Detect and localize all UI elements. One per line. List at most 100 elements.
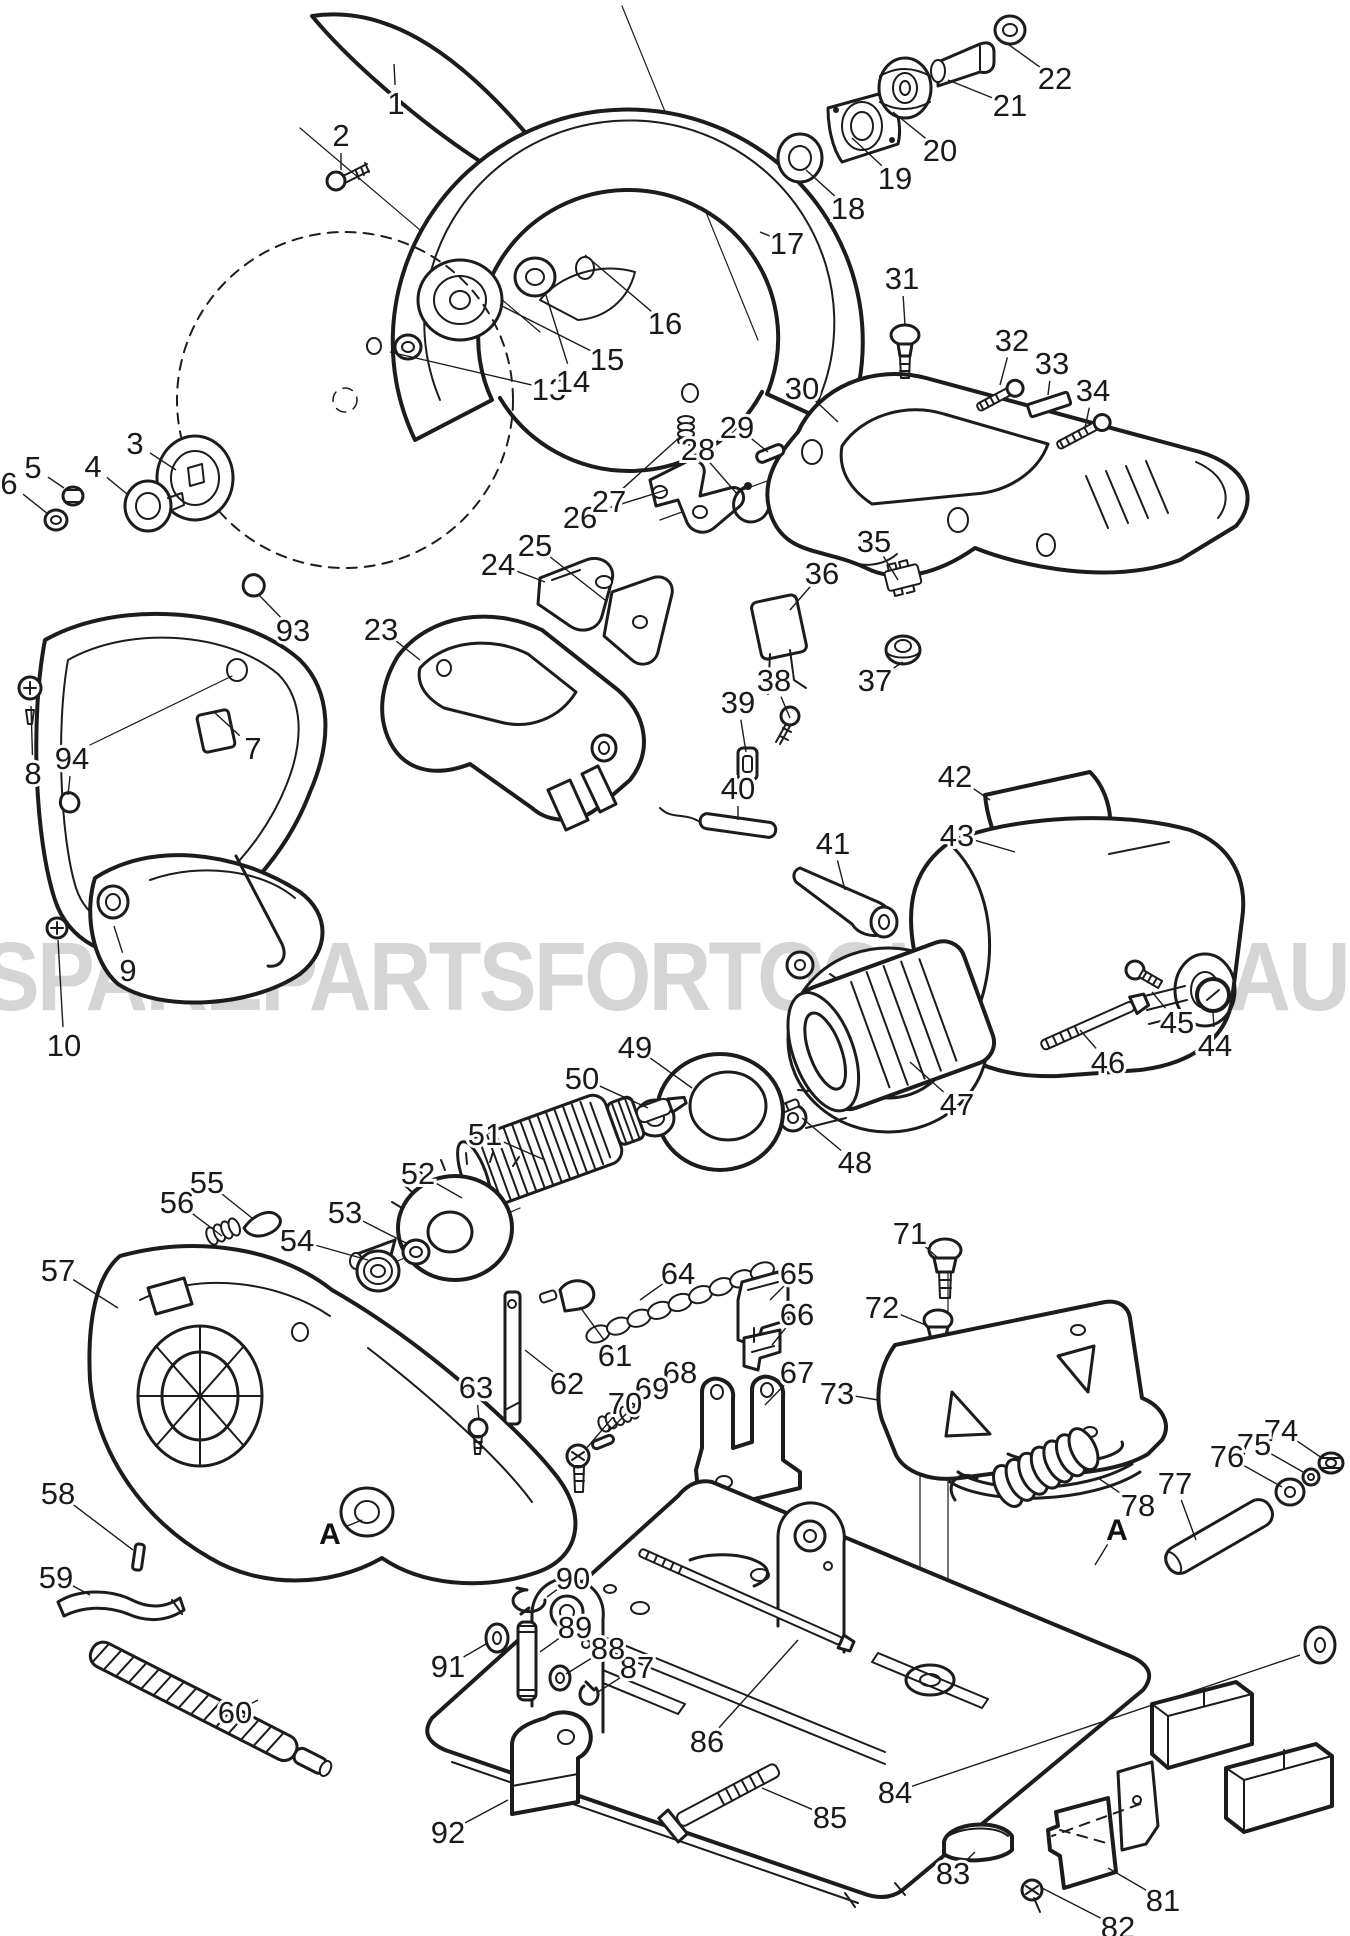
part-69-pin — [591, 1433, 615, 1451]
leader-line — [1242, 1464, 1283, 1488]
part-38-screw — [775, 705, 801, 745]
leader-line — [514, 569, 546, 583]
leader-line — [969, 785, 991, 801]
part-54-bearing — [355, 1249, 401, 1293]
part-callout-2: 2 — [332, 118, 349, 153]
part-31-bolt — [889, 323, 921, 379]
part-33-strip — [1026, 390, 1073, 419]
part-callout-72: 72 — [865, 1290, 899, 1325]
part-callout-58: 58 — [41, 1476, 75, 1511]
leader-line — [1097, 1477, 1124, 1496]
part-85-bolt — [657, 1763, 781, 1844]
leader-line — [892, 111, 927, 140]
view-marker-A: A — [319, 1518, 341, 1551]
part-callout-41: 41 — [816, 826, 850, 861]
part-32-screw — [976, 378, 1025, 412]
part-callout-59: 59 — [39, 1560, 73, 1595]
part-95-block — [1150, 1680, 1254, 1770]
part-callout-49: 49 — [618, 1030, 652, 1065]
leader-line — [1084, 407, 1090, 429]
part-86-bolt — [638, 1548, 856, 1653]
leader-line — [789, 586, 811, 611]
part-callout-40: 40 — [721, 771, 755, 806]
part-callout-75: 75 — [1237, 1427, 1271, 1462]
part-callout-16: 16 — [648, 306, 682, 341]
part-47-field — [786, 939, 997, 1113]
part-callout-66: 66 — [780, 1297, 814, 1332]
part-callout-81: 81 — [1146, 1883, 1180, 1918]
part-53-washer — [401, 1238, 431, 1266]
part-callout-68: 68 — [663, 1355, 697, 1390]
part-63-screw — [467, 1417, 489, 1455]
leader-line — [30, 705, 34, 756]
leader-line — [814, 399, 839, 423]
part-87-clip — [578, 1680, 600, 1706]
leader-line — [761, 1787, 814, 1811]
part-13-washer — [366, 333, 423, 361]
part-39-block — [736, 746, 759, 782]
part-55-pin — [242, 1211, 282, 1238]
leader-line — [539, 1636, 561, 1653]
leader-line — [922, 1244, 939, 1259]
part-callout-50: 50 — [565, 1061, 599, 1096]
part-callout-53: 53 — [328, 1195, 362, 1230]
part-callout-70: 70 — [608, 1386, 642, 1421]
part-27-spring — [677, 415, 695, 446]
part-callout-43: 43 — [940, 818, 974, 853]
leader-line — [544, 291, 569, 365]
part-46-bolt — [1040, 992, 1151, 1051]
leader-line — [974, 839, 1016, 853]
part-callout-30: 30 — [785, 371, 819, 406]
part-56-spring — [205, 1217, 241, 1246]
part-callout-86: 86 — [690, 1724, 724, 1759]
part-77-rod — [1164, 1498, 1274, 1575]
part-callout-65: 65 — [780, 1256, 814, 1291]
leader-line — [499, 304, 592, 352]
leader-line — [607, 1400, 640, 1433]
part-9-lower-cover — [88, 853, 325, 1005]
part-36-capacitor — [750, 593, 808, 695]
leader-line — [854, 1395, 879, 1401]
callout-labels: 1234567891013141516171819202122232425262… — [0, 41, 1323, 1936]
part-81-cover — [1046, 1796, 1118, 1890]
leader-line — [598, 1084, 649, 1109]
leader-line — [72, 1279, 119, 1309]
leader-line — [764, 1384, 785, 1406]
part-callout-88: 88 — [591, 1631, 625, 1666]
part-10-screw — [45, 916, 69, 940]
part-callout-5: 5 — [24, 450, 41, 485]
part-callout-71: 71 — [893, 1216, 927, 1251]
leader-line — [1107, 1867, 1148, 1892]
leader-line — [67, 775, 71, 796]
leader-line — [22, 493, 49, 515]
leader-line — [394, 639, 421, 661]
part-callout-17: 17 — [770, 226, 804, 261]
part-71-bolt — [927, 1237, 963, 1299]
part-88-washer — [548, 1664, 572, 1692]
part-6-flanged-nut — [43, 508, 69, 532]
part-3-outer-flange — [155, 434, 235, 522]
part-37-grommet — [884, 634, 922, 666]
part-66-brush — [742, 1327, 782, 1372]
leader-line — [1094, 1543, 1109, 1566]
leader-line — [579, 1306, 605, 1341]
part-5-nut — [61, 485, 85, 507]
part-91-washer — [484, 1622, 510, 1654]
part-callout-37: 37 — [858, 663, 892, 698]
part-callout-14: 14 — [556, 364, 590, 399]
leader-line — [836, 860, 846, 891]
part-58-pin — [131, 1542, 146, 1572]
part-78-spring — [949, 1427, 1100, 1508]
leader-line — [639, 1282, 664, 1301]
part-callout-93: 93 — [276, 613, 310, 648]
cutting-wheel-dashed — [176, 231, 514, 569]
part-60-spring — [88, 1640, 333, 1778]
part-18-bearing — [776, 132, 824, 184]
part-callout-48: 48 — [838, 1145, 872, 1180]
part-24-trigger — [536, 557, 615, 632]
part-22-bearing — [993, 14, 1027, 46]
part-callout-27: 27 — [592, 484, 626, 519]
leader-line — [584, 254, 652, 312]
part-35-connector — [883, 559, 923, 598]
leader-line — [999, 357, 1009, 386]
